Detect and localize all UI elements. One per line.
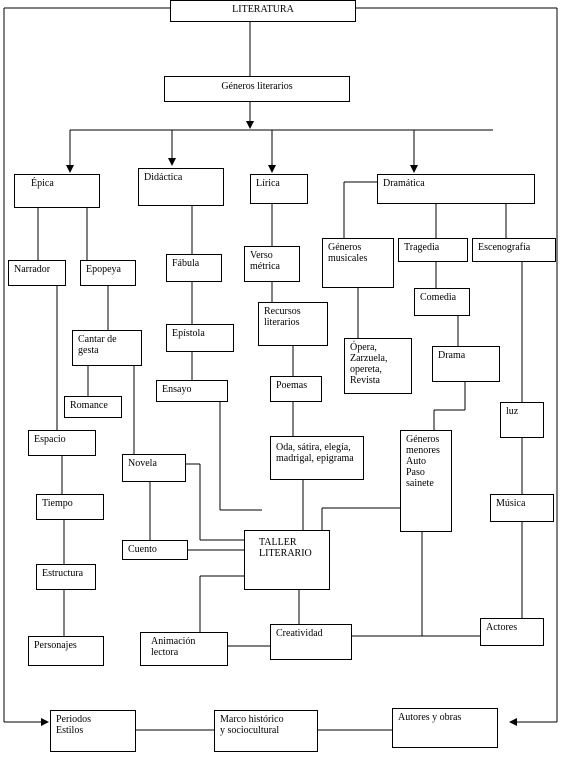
- node-narrador: Narrador: [8, 260, 66, 286]
- node-autores-obras: Autores y obras: [392, 708, 498, 748]
- node-comedia: Comedia: [414, 288, 470, 316]
- node-opera: Ópera, Zarzuela, opereta, Revista: [344, 338, 412, 394]
- node-lirica: Lírica: [250, 174, 308, 204]
- node-epistola: Epístola: [166, 324, 234, 352]
- node-romance: Romance: [64, 396, 122, 418]
- node-didactica: Didáctica: [138, 168, 224, 206]
- node-generos-literarios: Géneros literarios: [164, 76, 350, 102]
- node-luz: luz: [500, 402, 544, 438]
- node-verso-metrica: Verso métrica: [244, 246, 300, 282]
- node-tragedia: Tragedia: [398, 238, 468, 262]
- node-tiempo: Tiempo: [36, 494, 104, 520]
- node-generos-musicales: Géneros musicales: [322, 238, 394, 288]
- node-musica: Música: [490, 494, 554, 522]
- node-escenografia: Escenografía: [472, 238, 556, 262]
- node-novela: Novela: [122, 454, 186, 482]
- node-drama: Drama: [432, 346, 500, 382]
- node-oda: Oda, sátira, elegía, madrigal, epigrama: [270, 436, 364, 480]
- node-poemas: Poemas: [270, 376, 322, 402]
- node-ensayo: Ensayo: [156, 380, 228, 402]
- node-creatividad: Creatividad: [270, 624, 352, 660]
- node-cuento: Cuento: [122, 540, 188, 560]
- node-epica: Épica: [14, 174, 100, 208]
- node-estructura: Estructura: [36, 564, 96, 590]
- node-dramatica: Dramática: [377, 174, 535, 204]
- node-personajes: Personajes: [28, 636, 104, 666]
- node-periodos-estilos: Periodos Estilos: [50, 710, 136, 752]
- node-generos-menores: Géneros menores Auto Paso sainete: [400, 430, 452, 532]
- node-fabula: Fábula: [166, 254, 222, 282]
- node-cantar-de-gesta: Cantar de gesta: [72, 330, 142, 366]
- node-taller-literario: TALLER LITERARIO: [244, 530, 330, 590]
- node-espacio: Espacio: [28, 430, 96, 456]
- node-epopeya: Epopeya: [80, 260, 136, 286]
- node-marco-historico: Marco histórico y sociocultural: [214, 710, 318, 752]
- node-actores: Actores: [480, 618, 544, 646]
- node-recursos-literarios: Recursos literarios: [258, 302, 328, 346]
- node-animacion-lectora: Animación lectora: [140, 632, 228, 666]
- node-literatura: LITERATURA: [170, 0, 356, 22]
